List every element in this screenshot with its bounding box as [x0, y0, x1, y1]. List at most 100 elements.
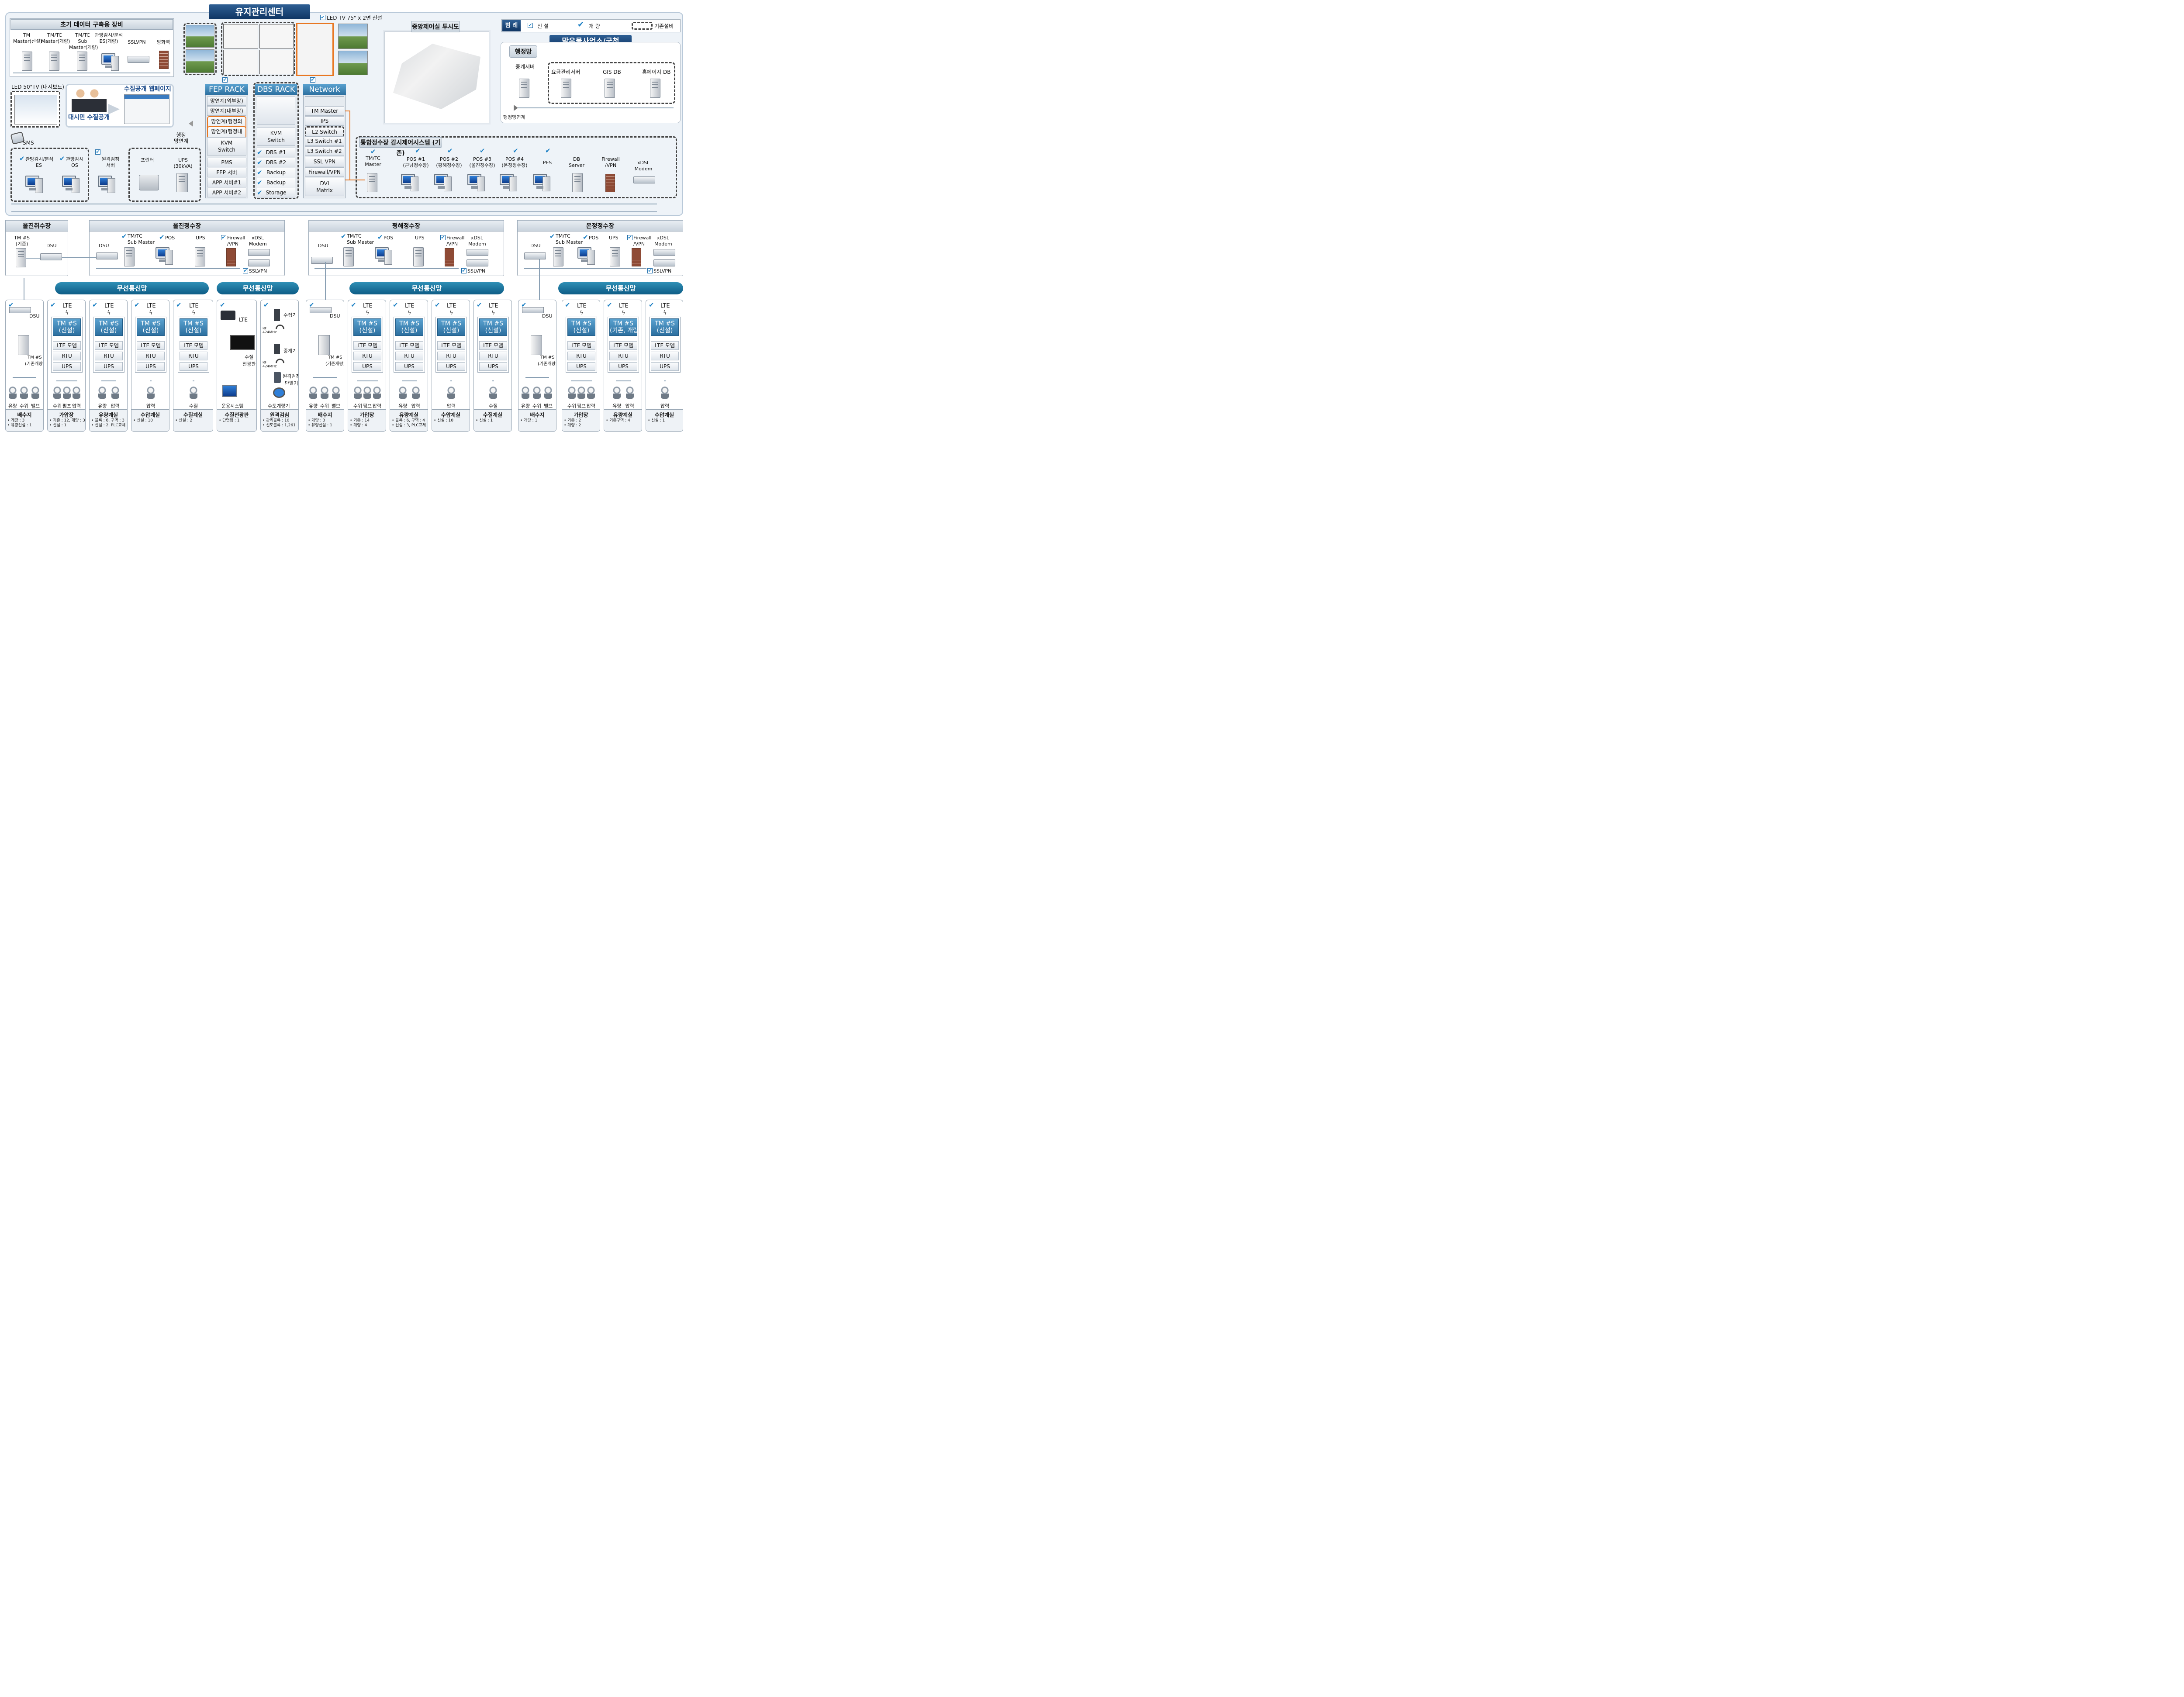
rack-outline [608, 317, 639, 373]
sensor-bus [150, 380, 152, 381]
plant-item: xDSL Modem [654, 235, 672, 247]
legend-title: 범 례 [502, 20, 521, 31]
int-item: TM/TC Master [365, 156, 381, 167]
field-desc: • 선도블록 : 1,261 [263, 423, 296, 428]
flow-sensor-icon [9, 386, 17, 399]
check-icon: ✔ [435, 301, 440, 309]
lte-label: LTE [363, 303, 373, 309]
legend-new: 신 설 [537, 23, 549, 29]
admin-link-label: 행정망연계 [503, 114, 525, 120]
field-footer: 유량계실• 블록 : 6, 구역 : 4• 신설 : 3, PLC교체 : 2 [390, 409, 428, 431]
field-title: 가압장 [574, 412, 588, 418]
module-item: UPS [353, 362, 381, 371]
intake-plant-title: 울진취수장 [5, 220, 68, 232]
sensor-bus [402, 380, 417, 381]
field-footer: 배수지• 개량 : 3• 유량신설 : 1 [306, 409, 344, 431]
link-line [62, 257, 96, 258]
lte-label: LTE [239, 317, 248, 323]
led-tv-screen [296, 23, 334, 76]
field-desc: • 신설 : 1 [476, 418, 493, 423]
tm-label: TM #S (기존개량) [25, 355, 44, 366]
pos-pc-icon [156, 247, 175, 265]
check-icon: ✔ [549, 232, 555, 240]
display-board-icon [230, 335, 255, 350]
dsu-label: DSU [530, 243, 541, 249]
field-desc: • 관리블록 : 10 [263, 418, 290, 423]
orange-link-line [345, 111, 350, 180]
plant-item: UPS [609, 235, 619, 241]
arrow-right-icon [514, 105, 518, 111]
field-desc: • 단면형 : 1 [219, 418, 240, 423]
pump-sensor-icon [577, 386, 585, 399]
sensor-label: 유량 [521, 403, 530, 409]
sensor-label: 수위 [19, 403, 29, 409]
level-sensor-icon [321, 386, 328, 399]
flow-sensor-icon [522, 386, 529, 399]
pos-pc-icon [577, 247, 597, 265]
ops-pc-icon [222, 385, 237, 397]
net-item: L3 Switch #2 [305, 146, 344, 156]
level-sensor-icon [20, 386, 28, 399]
fep-item: KVM Switch [207, 137, 246, 156]
xdsl-modem-icon [653, 249, 675, 256]
plant-item: TM/TC Sub Master [347, 233, 374, 245]
ups-icon [610, 247, 620, 266]
hmi-screen [259, 50, 294, 74]
lightning-icon: ϟ [622, 310, 625, 316]
site-photo [186, 49, 214, 73]
fep-rack-title: FEP RACK [205, 84, 248, 95]
sslvpn-icon [653, 259, 675, 266]
rack-outline [51, 317, 83, 373]
module-item: UPS [95, 362, 123, 371]
relay-server-icon [519, 79, 529, 98]
sms-label: SMS [23, 140, 34, 146]
init-item: 관망감시/분석 ES(개량) [94, 32, 123, 44]
module-item: UPS [479, 362, 507, 371]
tm-box: TM #S (신설) [180, 318, 207, 336]
homepage-server-icon [650, 79, 660, 98]
wireless-pill: 무선통신망 [349, 282, 504, 294]
lte-label: LTE [189, 303, 199, 309]
firewall-icon [605, 174, 615, 192]
rack-outline [135, 317, 166, 373]
plant-item: Firewall /VPN [633, 235, 652, 247]
rack-outline [435, 317, 467, 373]
lightning-icon: ϟ [107, 310, 111, 316]
office-bus-line [518, 107, 674, 108]
check-icon: ✔ [565, 301, 570, 309]
sensor-bus [450, 380, 452, 381]
module-item: RTU [137, 352, 165, 360]
check-icon: ✔ [8, 301, 14, 309]
sensor-bus [525, 377, 549, 378]
pos-pc-icon [401, 174, 420, 191]
meter-server-label: 원격검침 서버 [101, 156, 120, 168]
field-title: 수압계실 [441, 412, 461, 418]
site-photo [338, 24, 368, 49]
hmi-screen [259, 24, 294, 48]
int-item: PES [543, 160, 552, 166]
net-item: L3 Switch #1 [305, 136, 344, 146]
check-icon: ✔ [477, 301, 482, 309]
sensor-label: 수위 [353, 403, 363, 409]
existing-legend-icon [632, 22, 653, 30]
intake-tm-label: TM #S (기존) [14, 235, 30, 247]
tm-box: TM #S (신설) [567, 318, 595, 336]
check-icon: ✔ [159, 233, 165, 241]
tm-box: TM #S (신설) [53, 318, 81, 336]
tm-box: TM #S (신설) [95, 318, 123, 336]
cctv-photo-group [183, 23, 217, 75]
dsu-icon [310, 307, 332, 313]
hmi-screen [223, 50, 258, 74]
office-server-label: 요금관리서버 [551, 69, 581, 75]
sensor-label: 유량 [308, 403, 318, 409]
module-item: LTE 모뎀 [53, 341, 81, 350]
quality-sensor-icon [190, 386, 197, 399]
tm-server-icon [531, 335, 542, 355]
module-item: UPS [180, 362, 207, 371]
valve-sensor-icon [31, 386, 39, 399]
net-item: SSL VPN [305, 157, 344, 166]
